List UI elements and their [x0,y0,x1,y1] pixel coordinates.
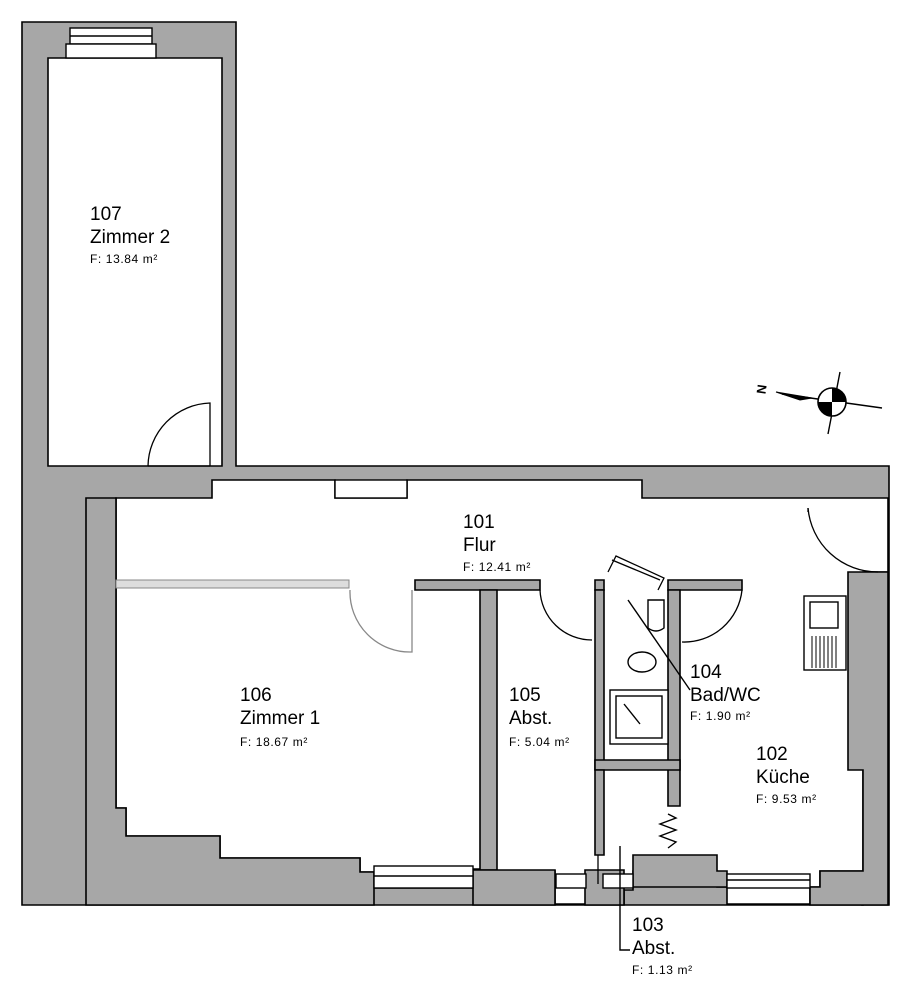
bad-south-wall [594,759,681,771]
door-zimmer1 [349,589,413,653]
kueche-east-wall [809,571,889,906]
room-name: Zimmer 1 [240,708,320,729]
room-number: 102 [756,744,788,765]
zimmer1-window [373,865,474,889]
door-kueche [681,589,743,643]
room-label-101: 101 Flur F: 12.41 m² [463,512,531,574]
radiator [658,813,678,849]
door-zimmer2 [147,402,211,467]
room-label-105: 105 Abst. F: 5.04 m² [509,685,570,749]
bad-west-wall [594,589,605,770]
room-name: Abst. [509,708,552,729]
room-label-106: 106 Zimmer 1 F: 18.67 m² [240,685,320,749]
door-bad [611,559,661,581]
room-area: F: 18.67 m² [240,735,308,749]
room-number: 106 [240,685,272,706]
leader-103 [619,846,630,951]
flur-window-1 [334,479,408,499]
room-name: Zimmer 2 [90,227,170,248]
bad-east-wall [667,589,681,807]
room-label-104: 104 Bad/WC F: 1.90 m² [690,662,761,723]
room-area: F: 1.90 m² [690,709,751,723]
interior-floor [115,479,889,906]
room-label-103: 103 Abst. F: 1.13 m² [632,915,693,977]
room-number: 104 [690,662,722,683]
room-area: F: 9.53 m² [756,792,817,806]
wall-106-105 [479,589,498,871]
room-number: 103 [632,915,664,936]
toilet [627,651,657,673]
kueche-window [726,873,811,889]
door-abst105 [539,589,593,641]
room-area: F: 13.84 m² [90,252,158,266]
room-area: F: 5.04 m² [509,735,570,749]
room-label-102: 102 Küche F: 9.53 m² [756,744,817,806]
abst-window [555,873,587,889]
room-number: 107 [90,204,122,225]
door-entrance [807,507,879,573]
north-label: N [754,384,770,395]
flur-south-wall [414,579,541,591]
north-arrow-icon: N [754,371,883,435]
room-number: 101 [463,512,495,533]
room-label-107: 107 Zimmer 2 F: 13.84 m² [90,204,170,266]
room-area: F: 12.41 m² [463,560,531,574]
room-name: Bad/WC [690,685,761,706]
room-name: Flur [463,535,496,556]
room-number: 105 [509,685,541,706]
room-name: Abst. [632,938,675,959]
glass-partition [115,579,350,589]
washbasin [647,599,665,632]
room-name: Küche [756,767,810,788]
room-area: F: 1.13 m² [632,963,693,977]
